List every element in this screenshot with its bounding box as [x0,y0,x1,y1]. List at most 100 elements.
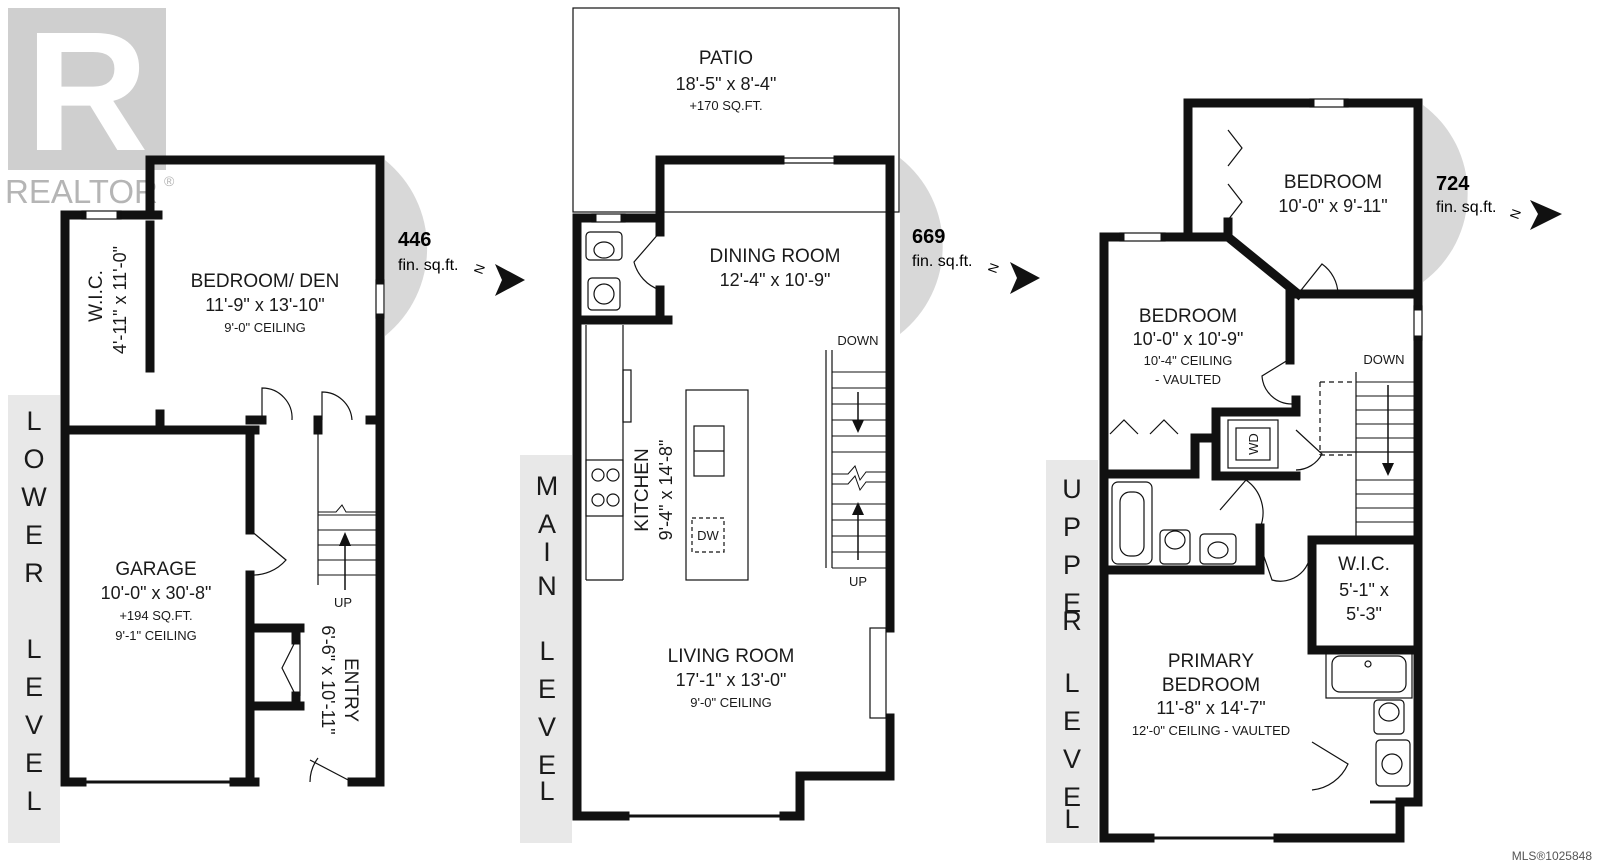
svg-text:V: V [538,712,556,742]
main-stair-arrow-down [852,420,864,433]
garage-ceiling: 9'-1" CEILING [115,628,197,643]
north-icon: N [1507,207,1524,221]
primary-bedroom-name2: BEDROOM [1162,675,1260,696]
svg-text:446: 446 [398,229,431,251]
svg-text:669: 669 [912,226,945,248]
svg-text:U: U [1062,474,1082,504]
main-stair-down: DOWN [837,333,878,348]
svg-text:A: A [538,509,556,539]
dining-name: DINING ROOM [710,246,841,267]
svg-text:fin. sq.ft.: fin. sq.ft. [1436,199,1496,216]
svg-text:E: E [25,520,43,550]
logo-text: REALTOR [5,173,158,210]
level-bands [8,395,1098,843]
bedroom1-name: BEDROOM [1284,172,1382,193]
lower-level-label: L O W E R L E V E L [21,406,47,816]
svg-text:E: E [1063,706,1081,736]
living-dims: 17'-1" x 13'-0" [676,670,787,690]
svg-text:V: V [1063,744,1081,774]
patio-extra: +170 SQ.FT. [689,98,762,113]
main-level-label: M A I N L E V E L [536,471,559,806]
svg-text:P: P [1063,550,1081,580]
garage-extra: +194 SQ.FT. [119,608,192,623]
patio-dims: 18'-5" x 8'-4" [676,74,777,94]
svg-text:L: L [26,786,41,816]
upper-level-label: U P P E R L E V E L [1062,474,1082,834]
bedroom-den-dims: 11'-9" x 13'-10" [205,295,324,315]
garage-name: GARAGE [115,559,196,580]
bedroom2-ceiling: 10'-4" CEILING [1144,353,1233,368]
entry-name: ENTRY [340,658,361,722]
primary-bedroom-dims: 11'-8" x 14'-7" [1156,698,1265,718]
svg-text:E: E [538,674,556,704]
svg-text:I: I [543,537,551,567]
upper-level-thin [1109,98,1423,840]
svg-text:fin. sq.ft.: fin. sq.ft. [398,257,458,274]
dishwasher-label: DW [697,528,719,543]
lower-stair-arrow [339,532,351,546]
svg-text:R: R [1062,606,1082,636]
primary-bedroom-name1: PRIMARY [1168,651,1255,672]
living-name: LIVING ROOM [668,646,795,667]
bedroom-den-ceiling: 9'-0" CEILING [224,320,306,335]
main-area-badge: 669 fin. sq.ft. N [900,158,1040,334]
svg-text:L: L [26,406,41,436]
svg-text:724: 724 [1436,173,1470,195]
svg-text:E: E [25,672,43,702]
washer-dryer-label: WD [1246,433,1261,455]
bedroom1-dims: 10'-0" x 9'-11" [1278,196,1387,216]
svg-text:V: V [25,710,43,740]
wic-upper-dims1: 5'-1" x [1339,580,1389,600]
wic-name: W.I.C. [86,270,107,322]
kitchen-dims: 9'-4" x 14'-8" [656,440,676,541]
main-level-walls [572,155,895,821]
svg-text:W: W [21,482,47,512]
patio-name: PATIO [699,48,753,69]
svg-text:E: E [1063,588,1081,618]
upper-area-badge: 724 fin. sq.ft. N [1423,105,1562,282]
lower-area-badge: 446 fin. sq.ft. N [385,160,525,336]
main-stair-arrow-up [852,502,864,515]
garage-dims: 10'-0" x 30'-8" [101,583,212,603]
dining-dims: 12'-4" x 10'-9" [720,270,831,290]
north-icon: N [985,261,1002,275]
lower-level-thin [81,210,385,784]
lower-level-walls [60,155,385,787]
upper-stair-arrow [1382,463,1394,476]
svg-text:fin. sq.ft.: fin. sq.ft. [912,253,972,270]
svg-text:E: E [538,750,556,780]
svg-text:P: P [1063,512,1081,542]
main-labels: PATIO 18'-5" x 8'-4" +170 SQ.FT. DINING … [632,48,879,710]
svg-text:L: L [26,634,41,664]
realtor-logo: R REALTOR ® [5,0,175,210]
svg-text:M: M [536,471,559,501]
bedroom-den-name: BEDROOM/ DEN [191,271,340,292]
svg-text:E: E [25,748,43,778]
wic-upper-name: W.I.C. [1338,554,1390,575]
mls-number: MLS®1025848 [1512,849,1593,863]
logo-letter: R [26,0,149,187]
svg-text:N: N [537,571,557,601]
wic-upper-dims2: 5'-3" [1346,604,1382,624]
entry-dims: 6'-6" x 10'-11" [318,625,338,734]
main-stair-up: UP [849,574,867,589]
svg-text:E: E [1063,782,1081,812]
north-icon: N [471,262,488,276]
svg-text:L: L [1064,668,1079,698]
main-level-thin [572,7,900,818]
svg-text:L: L [539,776,554,806]
wic-dims: 4'-11" x 11'-0" [110,246,130,354]
svg-text:O: O [23,444,44,474]
kitchen-name: KITCHEN [632,448,653,531]
bedroom2-dims: 10'-0" x 10'-9" [1133,329,1244,349]
upper-labels: BEDROOM 10'-0" x 9'-11" BEDROOM 10'-0" x… [1132,172,1405,738]
bedroom2-vaulted: - VAULTED [1155,372,1221,387]
lower-labels: BEDROOM/ DEN 11'-9" x 13'-10" 9'-0" CEIL… [86,246,361,735]
primary-bedroom-ceiling: 12'-0" CEILING - VAULTED [1132,723,1290,738]
lower-stair-up: UP [334,595,352,610]
bedroom2-name: BEDROOM [1139,306,1237,327]
upper-stair-down: DOWN [1363,352,1404,367]
living-ceiling: 9'-0" CEILING [690,695,772,710]
svg-text:R: R [24,558,44,588]
